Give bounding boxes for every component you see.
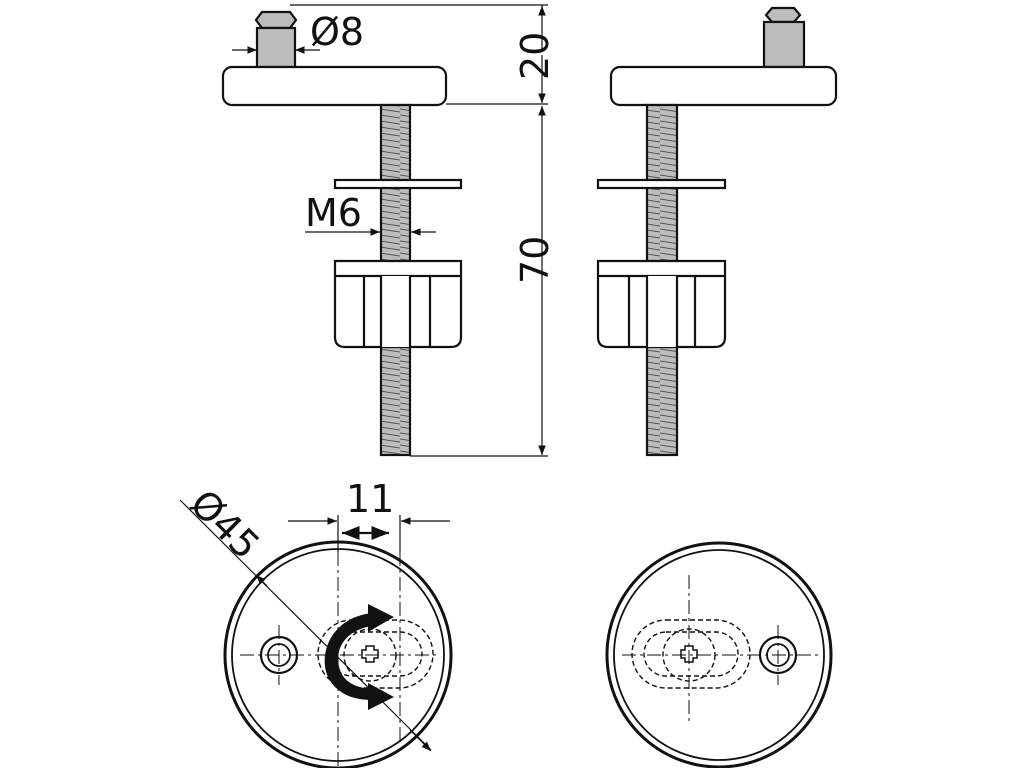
pin-body-right [762,20,806,69]
top-view-right [605,541,833,768]
screw-cross-left-icon [361,645,379,663]
cap-inner-right [613,549,825,761]
washer-left [333,178,463,190]
cap-left [221,65,448,107]
cap-right [609,65,838,107]
label-cap-diameter: Ø45 [182,481,268,567]
cap-outline-right [605,541,833,768]
pin-body-left [255,26,297,69]
label-bolt-length: 70 [513,236,557,284]
label-pin-diameter: Ø8 [310,10,364,54]
side-view-right [596,6,838,457]
pin-head-left [254,10,298,30]
rotation-arrow-icon [324,604,394,710]
side-view-left [221,10,463,457]
label-pin-height: 20 [513,32,557,80]
pin-head-right [764,6,802,24]
screw-cross-right-icon [680,645,698,663]
washer-right [596,178,727,190]
dimension-lines-left [232,4,548,457]
label-slot-offset: 11 [346,477,394,521]
label-thread: M6 [305,191,362,235]
